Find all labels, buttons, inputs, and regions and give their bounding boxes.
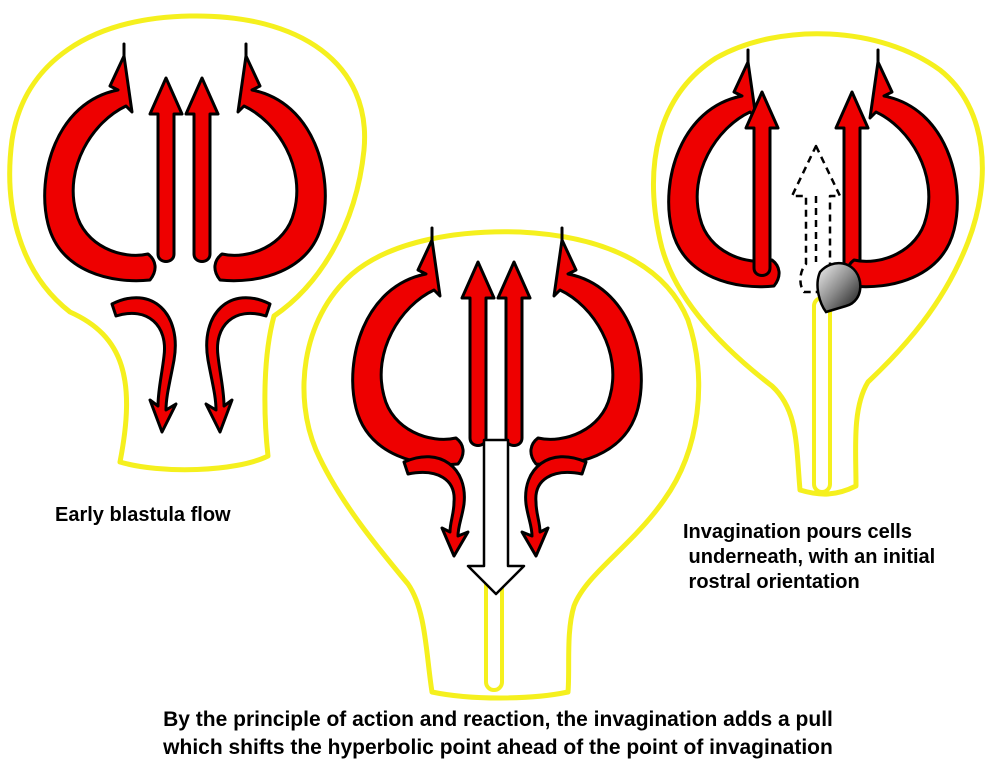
embryo-action-reaction: [304, 228, 699, 698]
flow-arrow-center-left: [150, 78, 182, 262]
embryo-early-blastula: [10, 16, 365, 470]
invagination-blob: [818, 263, 861, 312]
flow-arrow-left-outer: [45, 44, 155, 281]
caption-invagination: Invagination pours cells underneath, wit…: [683, 520, 935, 595]
flow-arrow-c-center-left: [462, 262, 494, 446]
pull-arrow: [468, 440, 524, 594]
flow-arrow-c-center-right: [498, 262, 530, 446]
flow-arrow-right-outer: [215, 44, 325, 281]
flow-arrow-r-center-left: [746, 92, 778, 276]
caption-principle: By the principle of action and reaction,…: [0, 706, 996, 762]
caption-early-blastula: Early blastula flow: [55, 503, 231, 528]
flow-arrow-c-right-outer: [531, 228, 641, 465]
flow-arrow-r-right-outer: [847, 50, 957, 287]
embryo-right-stem: [814, 298, 830, 492]
embryo-invagination: [654, 34, 983, 494]
flow-arrow-r-center-right: [836, 92, 868, 276]
flow-arrow-c-lower-left: [404, 457, 468, 556]
flow-arrow-c-lower-right: [522, 457, 586, 556]
flow-arrow-lower-right: [206, 298, 270, 432]
flow-arrow-center-right: [186, 78, 218, 262]
